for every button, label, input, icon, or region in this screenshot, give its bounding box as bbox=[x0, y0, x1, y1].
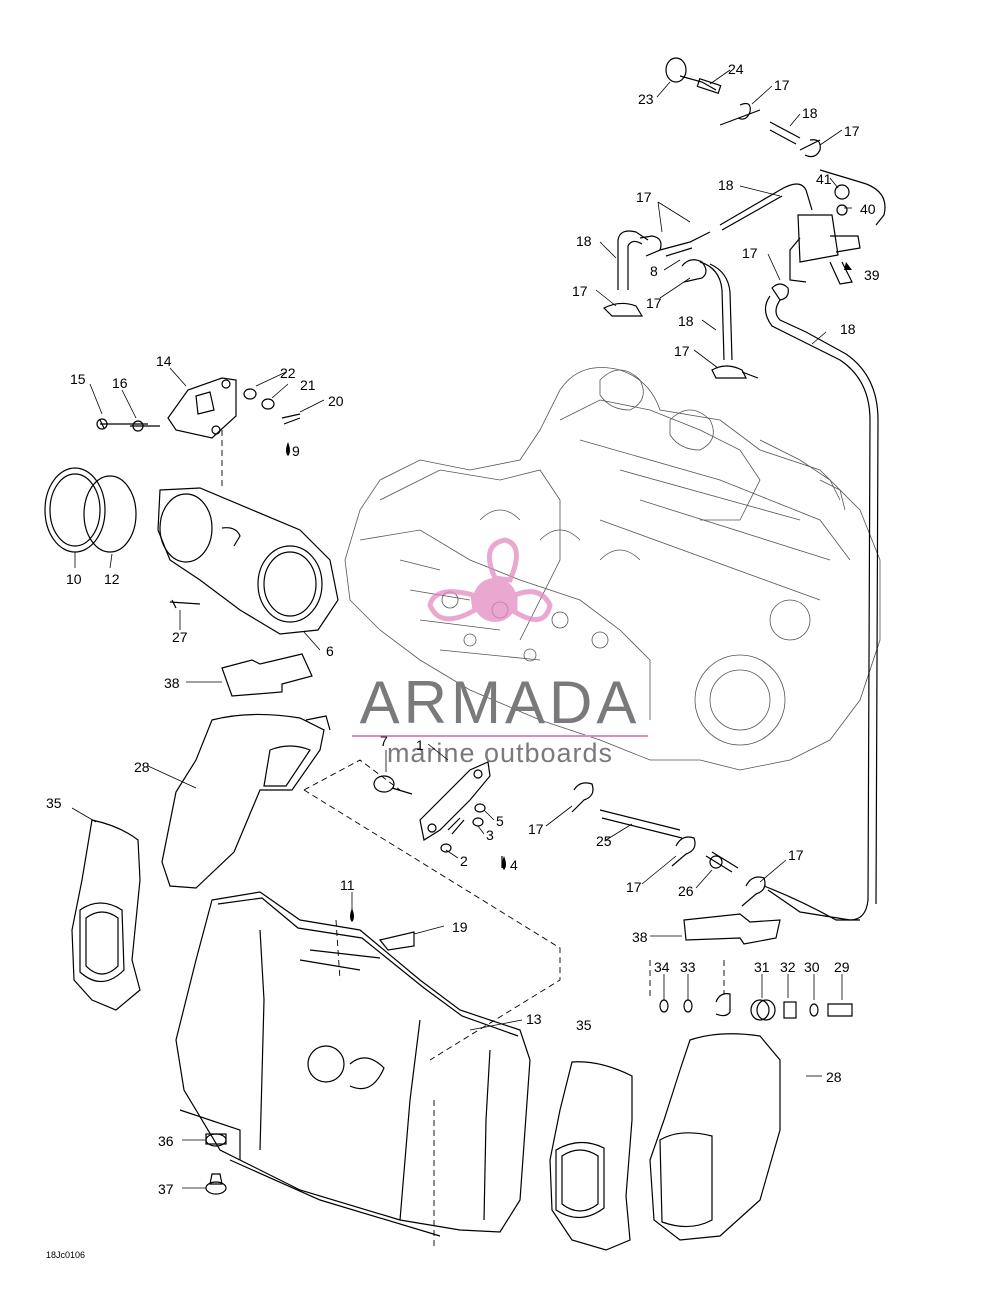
callout-8: 8 bbox=[650, 263, 658, 279]
callout-17: 17 bbox=[626, 879, 642, 895]
callout-29: 29 bbox=[834, 959, 850, 975]
callout-35: 35 bbox=[46, 795, 62, 811]
drain-hose-assembly bbox=[205, 782, 860, 1195]
callout-16: 16 bbox=[112, 375, 128, 391]
callout-26: 26 bbox=[678, 883, 694, 899]
callout-10: 10 bbox=[66, 571, 82, 587]
diagram-code: 18Jc0106 bbox=[46, 1250, 85, 1260]
callout-36: 36 bbox=[158, 1133, 174, 1149]
adhesive-drop-icons bbox=[286, 262, 852, 922]
callout-21: 21 bbox=[300, 377, 316, 393]
intake-flange-6 bbox=[157, 487, 339, 635]
engine-block bbox=[344, 367, 881, 771]
callout-13: 13 bbox=[526, 1011, 542, 1027]
callout-22: 22 bbox=[280, 365, 296, 381]
air-duct-35-left bbox=[71, 819, 141, 1011]
callout-19: 19 bbox=[452, 919, 468, 935]
air-intake-silencer-13 bbox=[175, 891, 531, 1237]
callout-18: 18 bbox=[678, 313, 694, 329]
air-duct-35-right bbox=[549, 1061, 633, 1251]
callout-4: 4 bbox=[510, 857, 518, 873]
callout-14: 14 bbox=[156, 353, 172, 369]
callout-35: 35 bbox=[576, 1017, 592, 1033]
callout-12: 12 bbox=[104, 571, 120, 587]
callout-18: 18 bbox=[718, 177, 734, 193]
callout-38: 38 bbox=[632, 929, 648, 945]
callout-17: 17 bbox=[646, 295, 662, 311]
callout-38: 38 bbox=[164, 675, 180, 691]
callout-1: 1 bbox=[416, 737, 424, 753]
callout-32: 32 bbox=[780, 959, 796, 975]
callout-18: 18 bbox=[840, 321, 856, 337]
callout-leaders bbox=[71, 69, 852, 1189]
callout-34: 34 bbox=[654, 959, 670, 975]
watermark-logo: ARMADA marine outboards bbox=[352, 537, 648, 768]
air-duct-28-left bbox=[161, 713, 331, 889]
callout-39: 39 bbox=[864, 267, 880, 283]
callout-41: 41 bbox=[816, 171, 832, 187]
watermark-brand: ARMADA bbox=[360, 669, 641, 736]
callout-11: 11 bbox=[340, 877, 355, 893]
gasket-38-upper bbox=[221, 653, 313, 697]
callout-24: 24 bbox=[728, 61, 744, 77]
callout-30: 30 bbox=[804, 959, 820, 975]
callout-33: 33 bbox=[680, 959, 696, 975]
callout-28: 28 bbox=[826, 1069, 842, 1085]
watermark-tagline: marine outboards bbox=[387, 738, 613, 768]
callout-23: 23 bbox=[638, 91, 654, 107]
air-duct-28-right bbox=[649, 1033, 781, 1241]
propeller-icon bbox=[427, 537, 553, 622]
callout-17: 17 bbox=[674, 343, 690, 359]
callout-27: 27 bbox=[172, 629, 188, 645]
callout-7: 7 bbox=[380, 733, 388, 749]
callout-28: 28 bbox=[134, 759, 150, 775]
callout-17: 17 bbox=[788, 847, 804, 863]
callout-40: 40 bbox=[860, 201, 876, 217]
callout-17: 17 bbox=[572, 283, 588, 299]
callout-17: 17 bbox=[742, 245, 758, 261]
callout-18: 18 bbox=[802, 105, 818, 121]
callout-18: 18 bbox=[576, 233, 592, 249]
callout-5: 5 bbox=[496, 813, 504, 829]
callout-2: 2 bbox=[460, 853, 468, 869]
callout-17: 17 bbox=[774, 77, 790, 93]
callout-17: 17 bbox=[844, 123, 860, 139]
assembly-guide-lines bbox=[221, 430, 725, 1250]
callout-37: 37 bbox=[158, 1181, 174, 1197]
callout-9: 9 bbox=[292, 443, 300, 459]
vent-hose-assembly bbox=[602, 57, 886, 921]
callout-labels: 23 24 17 18 17 41 40 18 17 18 8 17 39 17… bbox=[46, 61, 880, 1197]
throttle-body-bracket bbox=[96, 377, 301, 439]
callout-3: 3 bbox=[486, 827, 494, 843]
callout-6: 6 bbox=[326, 643, 334, 659]
callout-20: 20 bbox=[328, 393, 344, 409]
callout-25: 25 bbox=[596, 833, 612, 849]
callout-17: 17 bbox=[528, 821, 544, 837]
mount-bracket-1 bbox=[373, 761, 503, 868]
callout-17: 17 bbox=[636, 189, 652, 205]
intake-ring-10 bbox=[44, 467, 106, 553]
callout-31: 31 bbox=[754, 959, 770, 975]
o-ring-12 bbox=[83, 475, 137, 553]
callout-15: 15 bbox=[70, 371, 86, 387]
